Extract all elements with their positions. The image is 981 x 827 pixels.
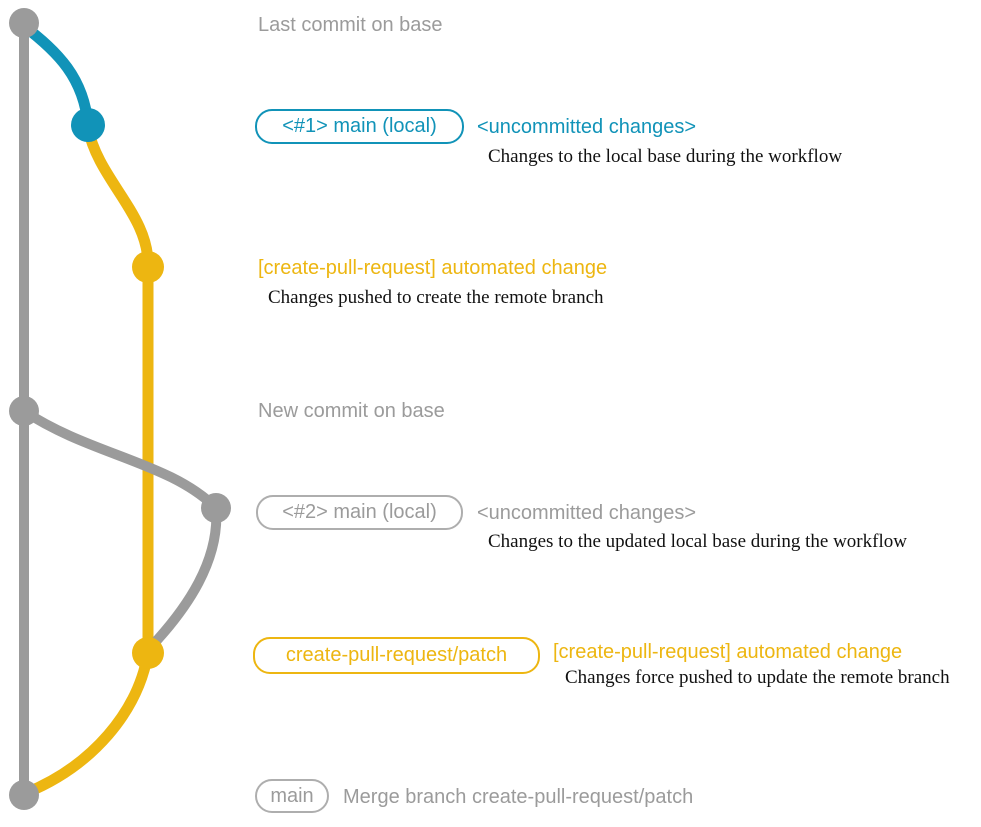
push2-description: Changes force pushed to update the remot… — [565, 667, 950, 688]
branch-tag-main-local-1-label: <#1> main (local) — [282, 115, 437, 137]
new-commit-label: New commit on base — [258, 400, 445, 422]
patch-branch-curve-1 — [82, 122, 154, 273]
commit-node-local-main-2 — [201, 493, 231, 523]
merge-message: Merge branch create-pull-request/patch — [343, 786, 694, 808]
local-main-branch-curve-2 — [19, 406, 221, 513]
branch-tag-main-local-1: <#1> main (local) — [255, 109, 464, 144]
last-commit-label: Last commit on base — [258, 14, 443, 36]
branch-tag-patch-label: create-pull-request/patch — [285, 644, 508, 666]
rebase-curve — [143, 503, 222, 655]
automated-change-title-1: [create-pull-request] automated change — [258, 257, 608, 279]
uncommitted-changes-label-2: <uncommitted changes> — [477, 502, 697, 524]
branch-tag-patch: create-pull-request/patch — [253, 637, 540, 674]
uncommitted-changes-label-1: <uncommitted changes> — [477, 116, 697, 138]
commit-node-patch-1 — [132, 251, 164, 283]
workflow2-description: Changes to the updated local base during… — [488, 531, 907, 552]
branch-tag-main-local-2-label: <#2> main (local) — [282, 501, 437, 523]
branch-tag-main: main — [255, 779, 329, 813]
branch-tag-main-local-2: <#2> main (local) — [256, 495, 463, 530]
commit-node-merge — [9, 780, 39, 810]
merge-curve — [20, 647, 154, 799]
commit-node-patch-2 — [132, 637, 164, 669]
commit-node-new-base — [9, 396, 39, 426]
branch-tag-main-label: main — [270, 784, 314, 807]
push1-description: Changes pushed to create the remote bran… — [268, 287, 604, 308]
commit-node-last-base — [9, 8, 39, 38]
commit-node-local-main-1 — [71, 108, 105, 142]
local-main-branch-curve-1 — [18, 20, 94, 131]
automated-change-title-2: [create-pull-request] automated change — [553, 641, 903, 663]
workflow1-description: Changes to the local base during the wor… — [488, 146, 843, 167]
